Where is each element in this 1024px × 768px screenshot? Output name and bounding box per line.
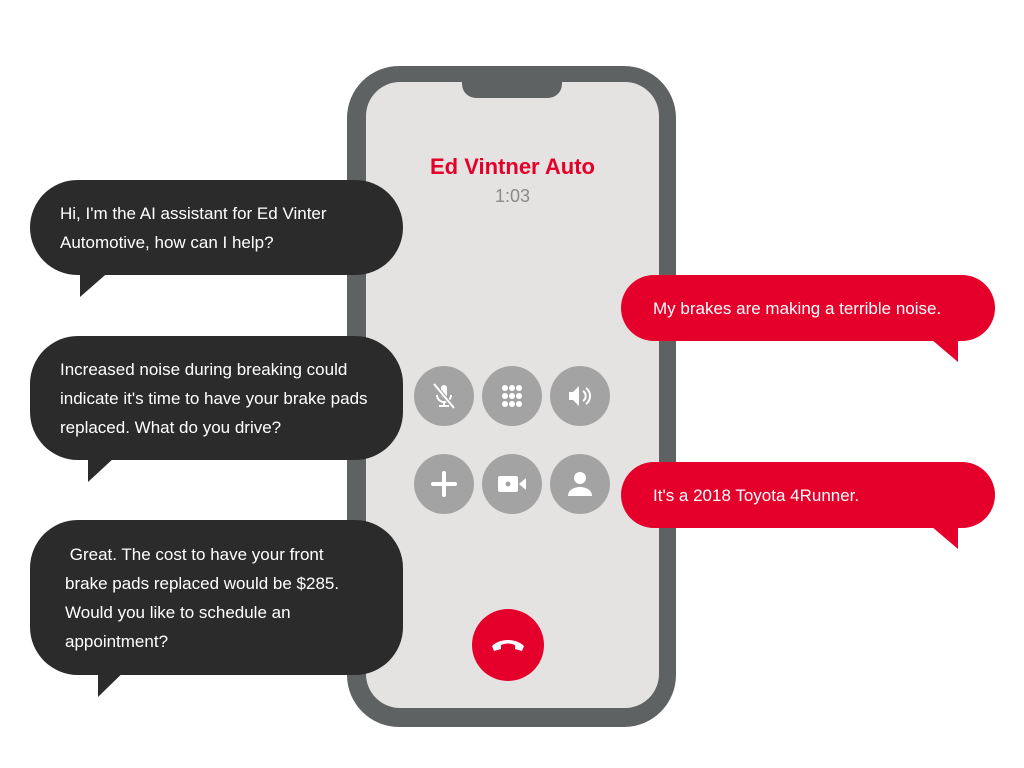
plus-icon (431, 471, 457, 497)
message-text: Increased noise during breaking could in… (60, 359, 368, 437)
add-call-button[interactable] (414, 454, 474, 514)
call-screen: Ed Vintner Auto 1:03 (366, 82, 659, 708)
message-text: It's a 2018 Toyota 4Runner. (653, 485, 860, 505)
video-icon (498, 476, 526, 492)
message-text: Great. The cost to have your front brake… (65, 544, 344, 651)
phone-notch (462, 66, 562, 98)
person-icon (568, 472, 592, 496)
mute-button[interactable] (414, 366, 474, 426)
hang-up-icon (492, 640, 524, 651)
contacts-button[interactable] (550, 454, 610, 514)
call-duration: 1:03 (494, 186, 531, 206)
end-call-button[interactable] (472, 609, 544, 681)
keypad-icon (502, 385, 522, 407)
speaker-icon (569, 386, 591, 406)
keypad-button[interactable] (482, 366, 542, 426)
message-text: My brakes are making a terrible noise. (653, 298, 942, 318)
phone-frame: Ed Vintner Auto 1:03 (347, 66, 676, 727)
mic-off-icon (432, 382, 456, 410)
caller-name: Ed Vintner Auto (430, 154, 595, 179)
message-text: Hi, I'm the AI assistant for Ed Vinter A… (60, 203, 327, 252)
user-message-2: It's a 2018 Toyota 4Runner. (621, 462, 995, 528)
assistant-message-1: Hi, I'm the AI assistant for Ed Vinter A… (30, 180, 403, 275)
user-message-1: My brakes are making a terrible noise. (621, 275, 995, 341)
assistant-message-3: Great. The cost to have your front brake… (30, 520, 403, 675)
speaker-button[interactable] (550, 366, 610, 426)
assistant-message-2: Increased noise during breaking could in… (30, 336, 403, 460)
facetime-button[interactable] (482, 454, 542, 514)
